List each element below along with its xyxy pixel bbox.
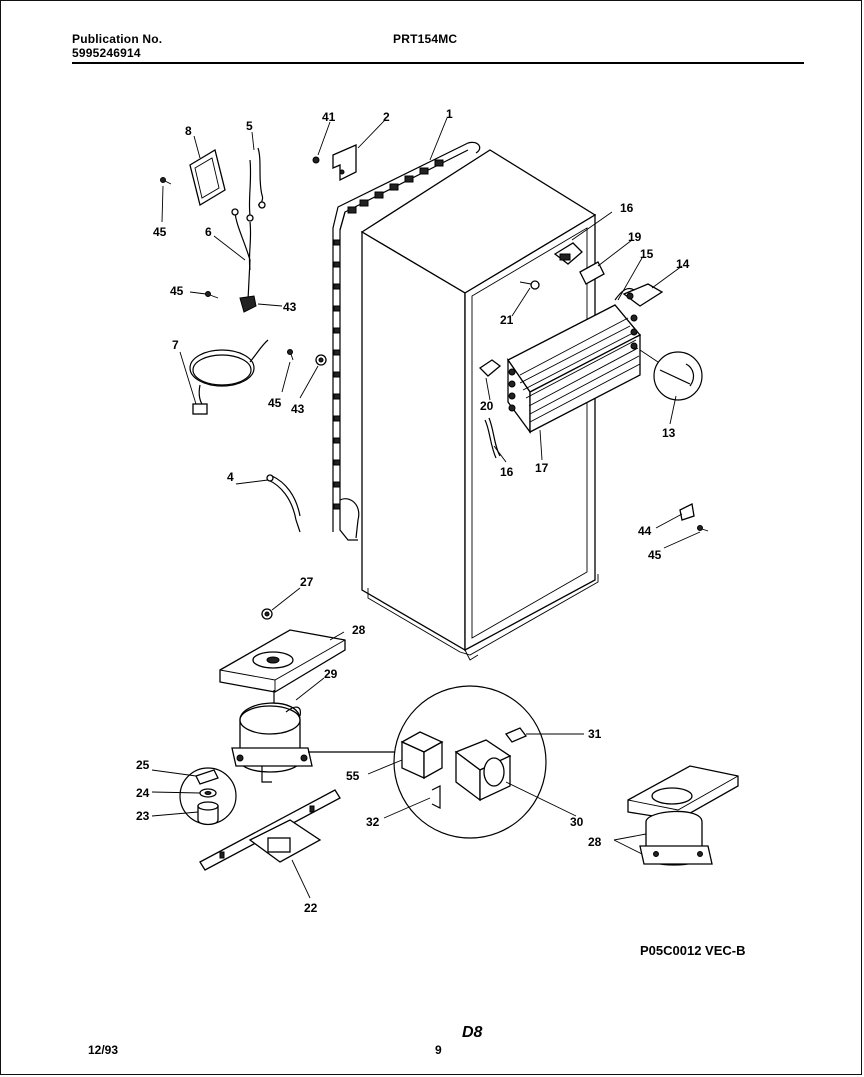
part-44-clip	[679, 503, 695, 521]
part-2-bracket	[332, 144, 357, 182]
callout-14: 14	[676, 257, 690, 271]
callout-5: 5	[246, 119, 253, 133]
parts-23-25-mount-detail	[179, 767, 237, 826]
callout-29: 29	[324, 667, 338, 681]
callout-28-pan: 28	[352, 623, 366, 637]
publication-label: Publication No.	[72, 32, 163, 46]
callout-55: 55	[346, 769, 360, 783]
part-55-overload	[400, 731, 444, 780]
callout-45-b: 45	[170, 284, 184, 298]
part-13-detail-circle	[639, 349, 703, 401]
page-number: 9	[435, 1043, 442, 1057]
part-5-wire	[246, 147, 266, 222]
callout-43-lower: 43	[291, 402, 305, 416]
figure-code: P05C0012 VEC-B	[640, 943, 746, 958]
part-14-clamp	[622, 283, 664, 307]
callout-45-a: 45	[153, 225, 167, 239]
callout-25: 25	[136, 758, 150, 772]
part-32-clip	[431, 785, 441, 809]
part-41-screw	[312, 156, 320, 164]
callout-28-assembly: 28	[588, 835, 602, 849]
callout-2: 2	[383, 110, 390, 124]
part-21-screw	[519, 280, 540, 290]
part-8-bracket	[189, 148, 226, 207]
part-31-clip	[504, 727, 528, 743]
callout-16-upper: 16	[620, 201, 634, 215]
publication-date: 12/93	[88, 1043, 119, 1057]
relay-detail-circle	[308, 685, 547, 839]
part-27-grommet	[261, 608, 273, 620]
callout-21: 21	[500, 313, 514, 327]
part-30-relay	[454, 739, 512, 802]
callout-1: 1	[446, 107, 453, 121]
part-7-cord	[189, 339, 269, 415]
callout-27: 27	[300, 575, 314, 589]
callout-45-c: 45	[268, 396, 282, 410]
callout-31: 31	[588, 727, 602, 741]
section-code: D8	[462, 1024, 483, 1041]
part-45-screw	[160, 177, 709, 532]
callout-6: 6	[205, 225, 212, 239]
model-number: PRT154MC	[393, 32, 458, 46]
part-28-compressor-assembly	[627, 765, 739, 866]
callout-41: 41	[322, 110, 336, 124]
callout-8: 8	[185, 124, 192, 138]
callout-19: 19	[628, 230, 642, 244]
callout-13: 13	[662, 426, 676, 440]
callout-4: 4	[227, 470, 234, 484]
leader-lines	[151, 117, 701, 899]
callout-labels: 1 2 4 5 6 7 8 13 14 15 16 16 17 19 20 21…	[136, 107, 690, 915]
part-16-tube	[484, 417, 501, 459]
callout-22: 22	[304, 901, 318, 915]
part-4-tube	[266, 474, 301, 533]
callout-32: 32	[366, 815, 380, 829]
part-6-harness	[231, 208, 252, 301]
callout-23: 23	[136, 809, 150, 823]
part-43-grommet	[315, 354, 327, 366]
part-22-base-rail	[199, 789, 341, 871]
part-19-bracket	[579, 261, 605, 285]
callout-45-d: 45	[648, 548, 662, 562]
part-17-evaporator	[507, 304, 642, 434]
callout-17: 17	[535, 461, 549, 475]
condenser-coil	[332, 141, 481, 541]
callout-44: 44	[638, 524, 652, 538]
part-18-bracket	[553, 242, 583, 265]
callout-15: 15	[640, 247, 654, 261]
callout-20: 20	[480, 399, 494, 413]
part-26-drain-pan	[219, 629, 346, 693]
callout-43-upper: 43	[283, 300, 297, 314]
part-20-block	[478, 359, 502, 377]
callout-16-lower: 16	[500, 465, 514, 479]
part-29-compressor	[231, 702, 313, 783]
part-43-clip	[239, 295, 257, 313]
callout-30: 30	[570, 815, 584, 829]
part-15-tube	[614, 287, 635, 301]
callout-24: 24	[136, 786, 150, 800]
publication-number: 5995246914	[72, 46, 141, 60]
callout-7: 7	[172, 338, 179, 352]
header-rule	[72, 62, 804, 64]
